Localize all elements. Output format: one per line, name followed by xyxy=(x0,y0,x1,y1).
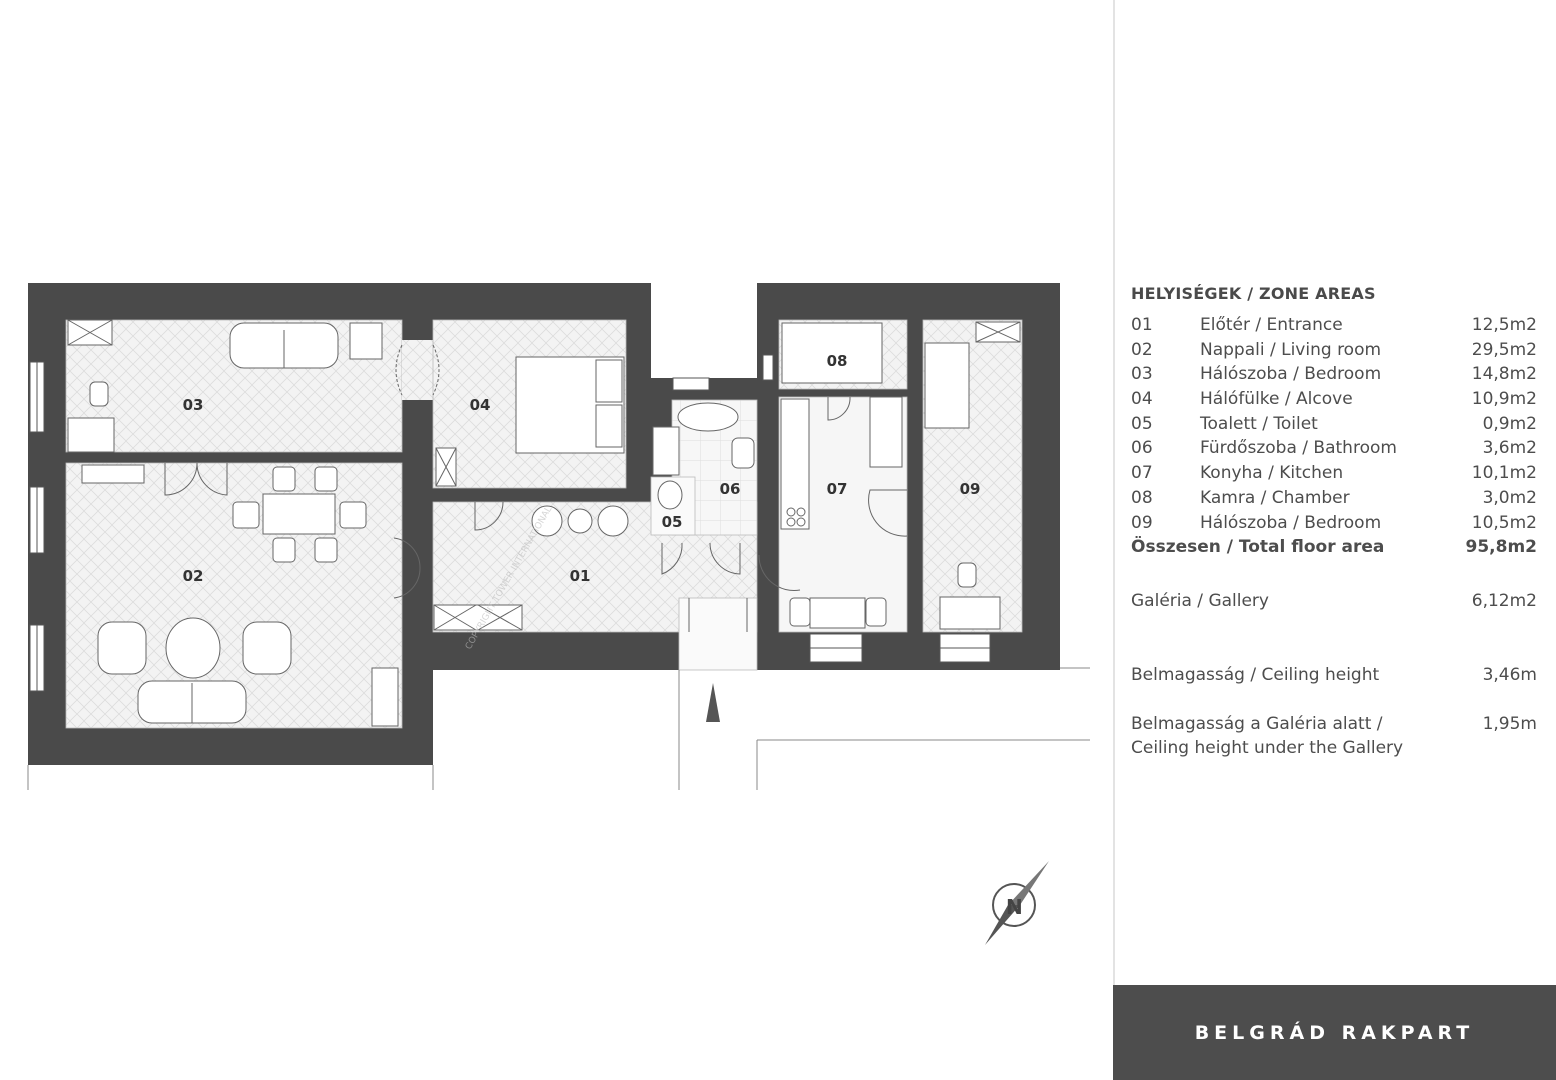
room-area: 10,5m2 xyxy=(1471,512,1537,533)
room-name: Hálószoba / Bedroom xyxy=(1200,512,1382,533)
svg-text:N: N xyxy=(1006,895,1023,919)
zone-areas-legend: HELYISÉGEK / ZONE AREAS 01 Előtér / Entra… xyxy=(1131,284,1537,758)
room-area: 3,0m2 xyxy=(1482,487,1537,508)
toilet xyxy=(657,480,683,510)
chair xyxy=(957,562,977,588)
legend-row: 05 Toalett / Toilet 0,9m2 xyxy=(1131,412,1537,437)
ceiling-height-gallery-row: Belmagasság a Galéria alatt / Ceiling hei… xyxy=(1131,712,1537,760)
legend-total-row: Összesen / Total floor area 95,8m2 xyxy=(1131,535,1537,560)
kitchen-table xyxy=(809,597,866,629)
total-value: 95,8m2 xyxy=(1465,537,1538,558)
gallery-value: 6,12m2 xyxy=(1471,591,1537,611)
room-label-03: 03 xyxy=(183,396,204,414)
gallery-row: Galéria / Gallery 6,12m2 xyxy=(1131,589,1537,613)
room-name: Konyha / Kitchen xyxy=(1200,463,1344,484)
room-name: Hálófülke / Alcove xyxy=(1200,389,1353,410)
room-name: Nappali / Living room xyxy=(1200,339,1382,360)
total-label: Összesen / Total floor area xyxy=(1131,537,1385,558)
legend-row: 01 Előtér / Entrance 12,5m2 xyxy=(1131,313,1537,338)
room-name: Toalett / Toilet xyxy=(1200,413,1318,434)
legend-row: 09 Hálószoba / Bedroom 10,5m2 xyxy=(1131,511,1537,536)
room-area: 29,5m2 xyxy=(1471,339,1537,360)
room-label-09: 09 xyxy=(960,480,981,498)
coffee-table xyxy=(165,617,221,679)
ceiling-height-label: Belmagasság / Ceiling height xyxy=(1131,665,1380,685)
room-number: 03 xyxy=(1131,364,1153,385)
room-label-05: 05 xyxy=(662,513,683,531)
kitchen-counter xyxy=(780,398,810,530)
room-name: Hálószoba / Bedroom xyxy=(1200,364,1382,385)
desk xyxy=(939,596,1001,630)
compass-icon: N xyxy=(985,861,1049,945)
legend-row: 06 Fürdőszoba / Bathroom 3,6m2 xyxy=(1131,436,1537,461)
desk xyxy=(67,417,115,453)
cabinet xyxy=(349,322,383,360)
windows xyxy=(29,354,991,692)
room-area: 3,6m2 xyxy=(1482,438,1537,459)
room-label-07: 07 xyxy=(827,480,848,498)
room-number: 02 xyxy=(1131,339,1153,360)
armchair xyxy=(97,621,147,675)
room-name: Előtér / Entrance xyxy=(1200,315,1343,335)
room-area: 10,1m2 xyxy=(1471,463,1537,484)
gallery-label: Galéria / Gallery xyxy=(1131,591,1269,611)
room-number: 06 xyxy=(1131,438,1153,459)
legend-row: 08 Kamra / Chamber 3,0m2 xyxy=(1131,486,1537,511)
project-title-banner: BELGRÁD RAKPART xyxy=(1113,985,1556,1080)
ceiling-height-row: Belmagasság / Ceiling height 3,46m xyxy=(1131,663,1537,687)
ceiling-gallery-label-line2: Ceiling height under the Gallery xyxy=(1131,738,1404,758)
room-number: 05 xyxy=(1131,413,1153,434)
furniture xyxy=(67,319,1021,727)
entrance-arrow-icon xyxy=(706,683,720,722)
bed xyxy=(924,342,970,429)
armchair xyxy=(242,621,292,675)
ceiling-gallery-label-line1: Belmagasság a Galéria alatt / xyxy=(1131,714,1383,734)
room-number: 01 xyxy=(1131,315,1153,335)
legend-row: 04 Hálófülke / Alcove 10,9m2 xyxy=(1131,387,1537,412)
exterior-lines xyxy=(27,667,1090,790)
room-number: 09 xyxy=(1131,512,1153,533)
door-opening xyxy=(678,597,758,671)
room-label-01: 01 xyxy=(570,567,591,585)
room-name: Kamra / Chamber xyxy=(1200,487,1350,508)
legend-row: 02 Nappali / Living room 29,5m2 xyxy=(1131,338,1537,363)
doors xyxy=(164,344,908,632)
room-label-06: 06 xyxy=(720,480,741,498)
room-area: 10,9m2 xyxy=(1471,389,1537,410)
dining-table xyxy=(262,493,336,535)
legend-row: 07 Konyha / Kitchen 10,1m2 xyxy=(1131,461,1537,486)
project-title: BELGRÁD RAKPART xyxy=(1194,1021,1475,1044)
panel-divider xyxy=(1113,0,1115,1080)
room-area: 0,9m2 xyxy=(1482,413,1537,434)
room-number: 07 xyxy=(1131,463,1153,484)
ceiling-height-value: 3,46m xyxy=(1482,665,1537,685)
legend-title: HELYISÉGEK / ZONE AREAS xyxy=(1131,284,1376,303)
bathtub xyxy=(677,402,739,432)
legend-row: 03 Hálószoba / Bedroom 14,8m2 xyxy=(1131,362,1537,387)
room-number: 08 xyxy=(1131,487,1153,508)
room-area: 12,5m2 xyxy=(1471,315,1537,335)
ceiling-gallery-value: 1,95m xyxy=(1482,714,1537,734)
chair xyxy=(89,381,109,407)
rooms xyxy=(65,319,1023,729)
room-area: 14,8m2 xyxy=(1471,364,1537,385)
room-name: Fürdőszoba / Bathroom xyxy=(1200,438,1397,459)
room-label-02: 02 xyxy=(183,567,204,585)
shelf xyxy=(781,322,883,384)
room-label-04: 04 xyxy=(470,396,491,414)
room-04 xyxy=(402,340,434,400)
room-label-08: 08 xyxy=(827,352,848,370)
sink xyxy=(731,437,755,469)
room-number: 04 xyxy=(1131,389,1153,410)
